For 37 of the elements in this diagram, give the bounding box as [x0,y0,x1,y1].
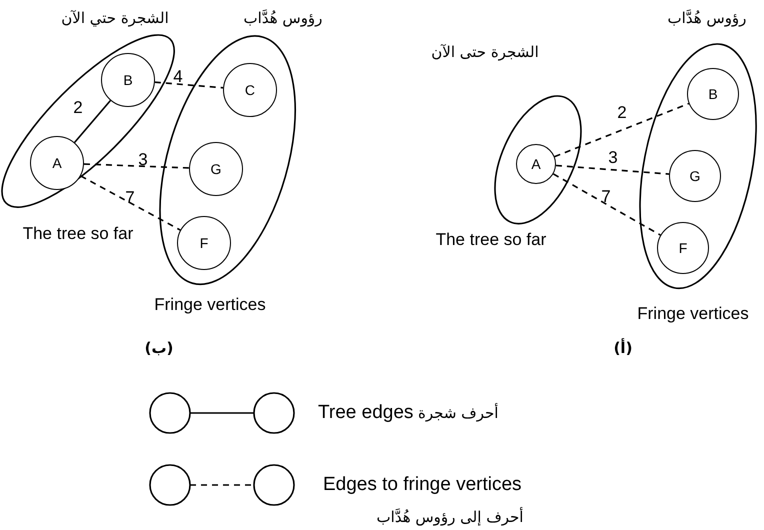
group-label: رؤوس هُدَّاب [244,9,322,27]
panel-label: (أ) [614,339,632,357]
edge-label: 2 [617,103,627,123]
edge-line [80,175,181,231]
vertex-circle: F [176,216,231,270]
edge-line [556,164,670,175]
legend-text: أحرف شجرة [418,404,498,422]
vertex-circle: A [516,144,556,184]
legend-text: أحرف إلى رؤوس هُدَّاب [376,508,524,526]
group-label: The tree so far [22,224,134,244]
group-label: رؤوس هُدَّاب [668,9,746,27]
vertex-circle: B [101,52,155,107]
edge-label: 7 [125,188,135,208]
panel-label: (ب) [144,339,174,357]
vertex-circle: C [222,62,277,117]
vertex-circle: G [188,142,243,196]
edge-line [84,163,190,169]
group-label: Fringe vertices [637,304,749,324]
group-label: The tree so far [436,230,546,250]
legend-text: Edges to fringe vertices [323,474,522,496]
edge-label: 2 [73,98,83,118]
edge-line [154,81,224,89]
edge-label: 3 [138,150,148,170]
edge-line [552,173,661,236]
group-label: Fringe vertices [154,294,266,315]
edge-label: 3 [608,148,618,168]
group-label: الشجرة حتي الآن [61,9,169,27]
vertex-circle: A [30,136,84,190]
vertex-circle: B [686,68,739,120]
vertex-circle: G [668,150,721,202]
edge-label: 7 [601,187,611,207]
edge-line [554,102,690,158]
edge-line [74,100,112,143]
legend-text: Tree edges [318,402,414,424]
group-label: الشجرة حتى الآن [431,43,539,61]
edge-label: 4 [173,67,183,87]
vertex-circle: F [656,222,709,274]
